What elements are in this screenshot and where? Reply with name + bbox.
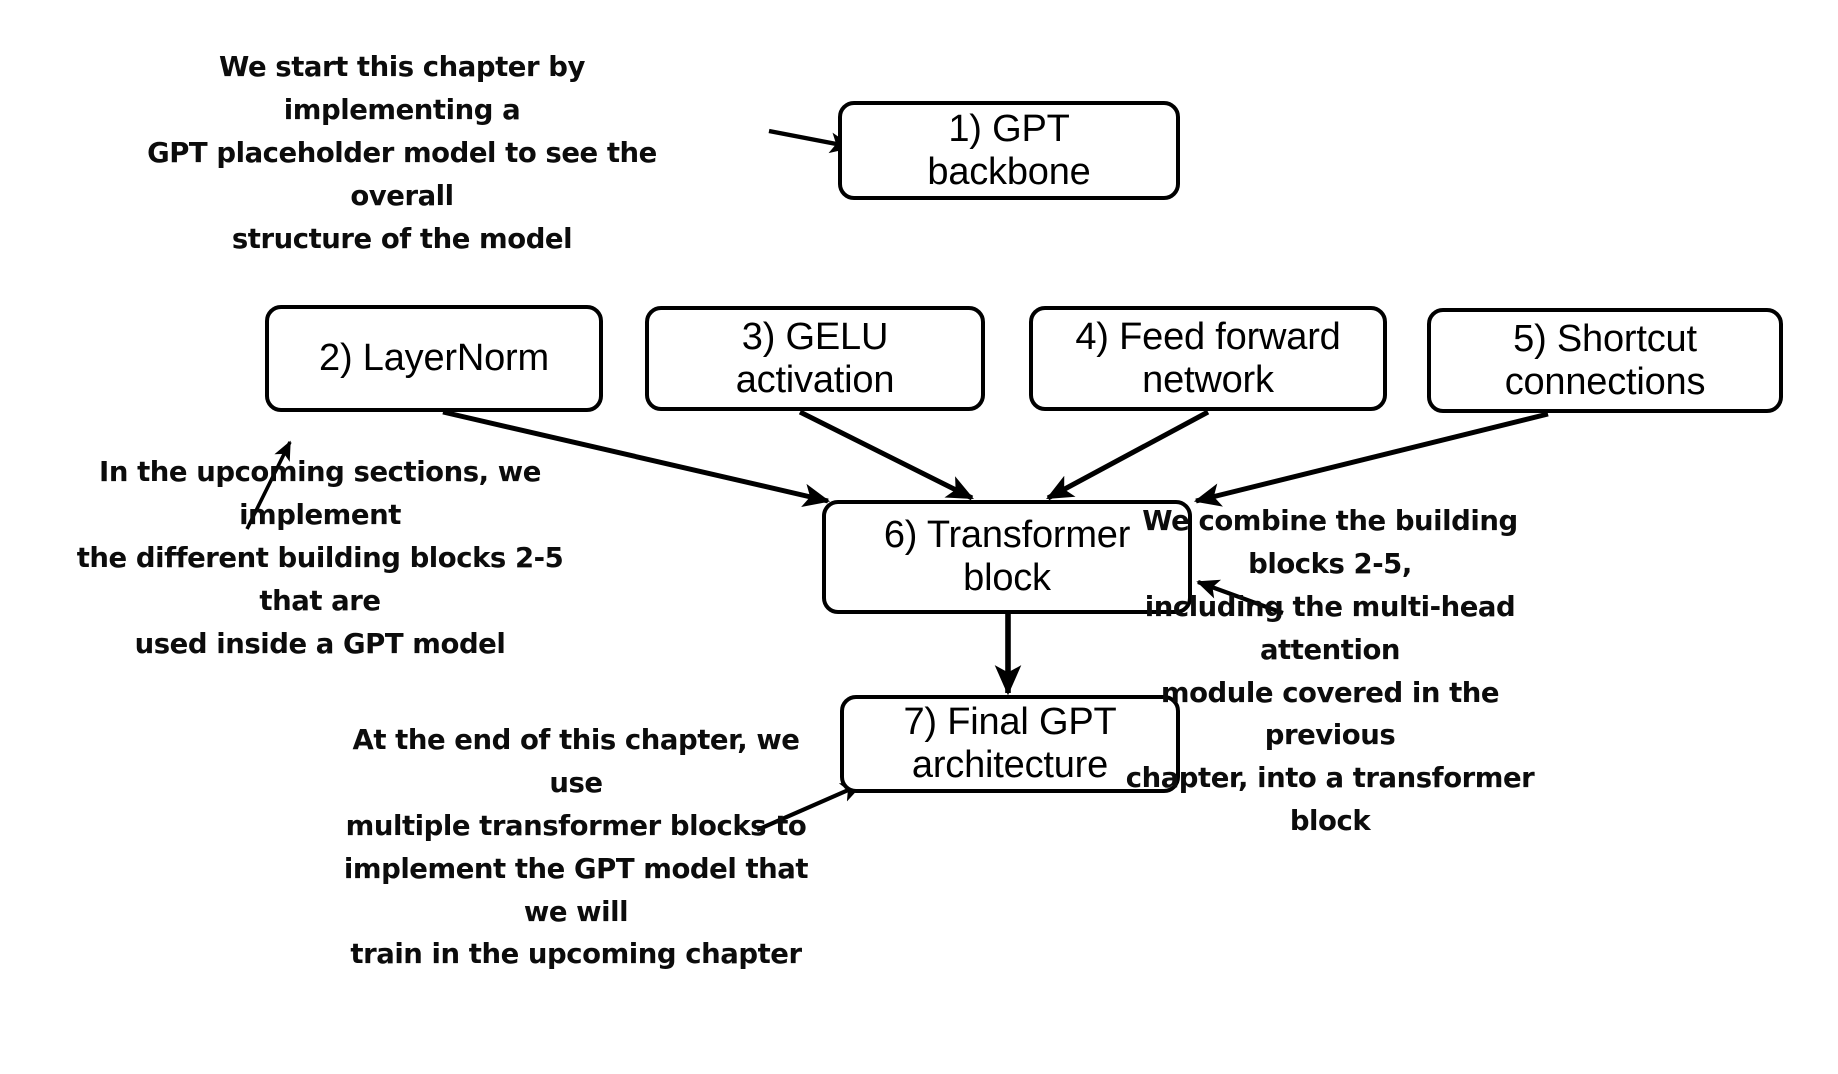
edge-feedforward-to-transformer — [1046, 409, 1210, 501]
edge-shortcut-to-transformer — [1193, 411, 1549, 507]
node-feed-forward-label: 4) Feed forward network — [1075, 315, 1341, 401]
node-gelu-activation[interactable]: 3) GELU activation — [645, 306, 985, 411]
annotation-building-blocks: In the upcoming sections, we implement t… — [76, 456, 564, 660]
node-feed-forward[interactable]: 4) Feed forward network — [1029, 306, 1387, 411]
node-final-gpt-architecture-label: 7) Final GPT architecture — [903, 701, 1117, 786]
node-final-gpt-architecture[interactable]: 7) Final GPT architecture — [840, 695, 1180, 793]
node-layernorm[interactable]: 2) LayerNorm — [265, 305, 603, 412]
node-shortcut-connections-label: 5) Shortcut connections — [1504, 317, 1706, 403]
node-gpt-backbone[interactable]: 1) GPT backbone — [838, 101, 1180, 200]
edge-gelu-to-transformer — [798, 409, 974, 501]
node-gelu-activation-label: 3) GELU activation — [735, 315, 895, 401]
annotation-intro: We start this chapter by implementing a … — [147, 51, 657, 255]
annotation-combine-blocks: We combine the building blocks 2-5, incl… — [1125, 505, 1535, 838]
annotation-end-of-chapter: At the end of this chapter, we use multi… — [343, 724, 809, 971]
node-transformer-block-label: 6) Transformer block — [883, 514, 1131, 599]
node-shortcut-connections[interactable]: 5) Shortcut connections — [1427, 308, 1783, 413]
node-gpt-backbone-label: 1) GPT backbone — [927, 107, 1091, 193]
node-transformer-block[interactable]: 6) Transformer block — [822, 500, 1192, 614]
node-layernorm-label: 2) LayerNorm — [319, 337, 549, 380]
